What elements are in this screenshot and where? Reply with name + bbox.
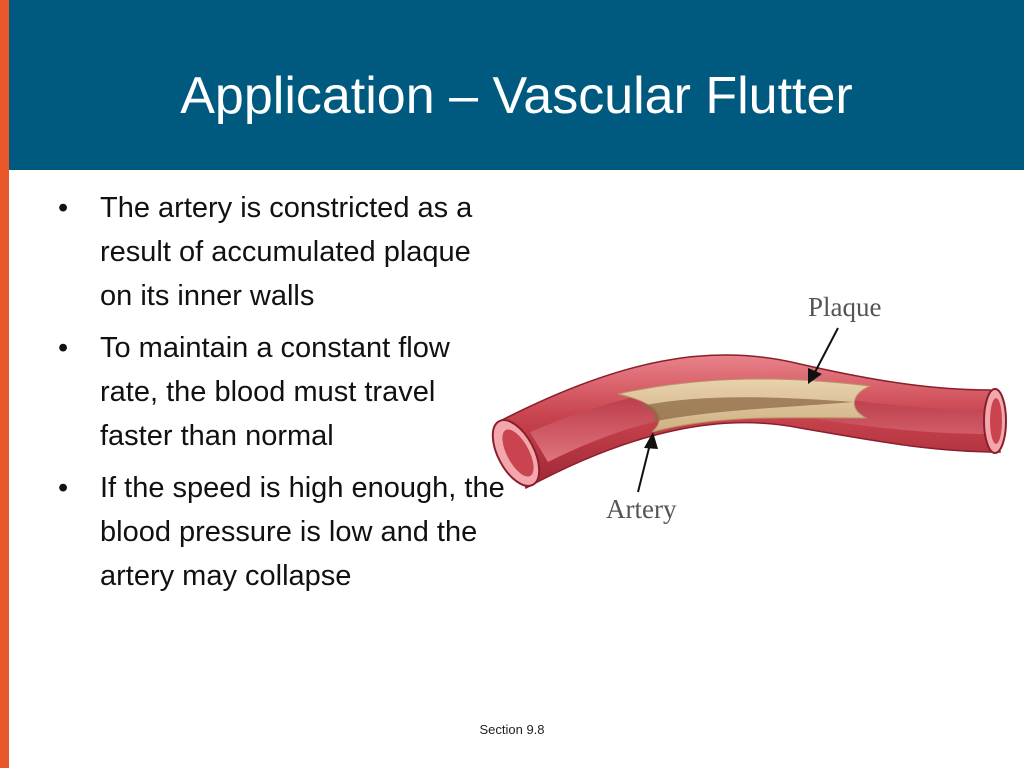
artery-label: Artery <box>606 494 677 524</box>
bullet-text: The artery is constricted as a result of… <box>100 192 473 312</box>
bullet-dot-icon: • <box>58 192 69 224</box>
artery-lumen <box>530 385 990 462</box>
slide-title: Application – Vascular Flutter <box>180 67 853 125</box>
bullet-item: • To maintain a constant flow rate, the … <box>58 326 508 458</box>
narrow-channel <box>640 397 854 422</box>
artery-left-lumen <box>502 429 534 477</box>
artery-right-lumen <box>990 398 1002 444</box>
artery-wall <box>501 354 1001 490</box>
artery-arrow <box>637 443 651 493</box>
bullet-dot-icon: • <box>58 332 69 364</box>
footer-section-label: Section 9.8 <box>479 722 545 737</box>
bullet-item: • The artery is constricted as a result … <box>58 186 508 318</box>
bullet-dot-icon: • <box>58 472 69 504</box>
plaque-label: Plaque <box>808 292 882 322</box>
bullet-item: • If the speed is high enough, the blood… <box>58 466 508 598</box>
plaque-arrow-head <box>808 368 822 384</box>
artery-arrow-head <box>644 432 658 449</box>
artery-illustration: Plaque Artery <box>491 292 1007 524</box>
bullet-text: To maintain a constant flow rate, the bl… <box>100 332 450 452</box>
bullet-text: If the speed is high enough, the blood p… <box>100 472 505 592</box>
plaque-arrow <box>813 327 839 375</box>
left-accent-bar <box>0 0 9 768</box>
title-bar: Application – Vascular Flutter <box>9 0 1024 170</box>
bullet-list: • The artery is constricted as a result … <box>58 186 508 606</box>
